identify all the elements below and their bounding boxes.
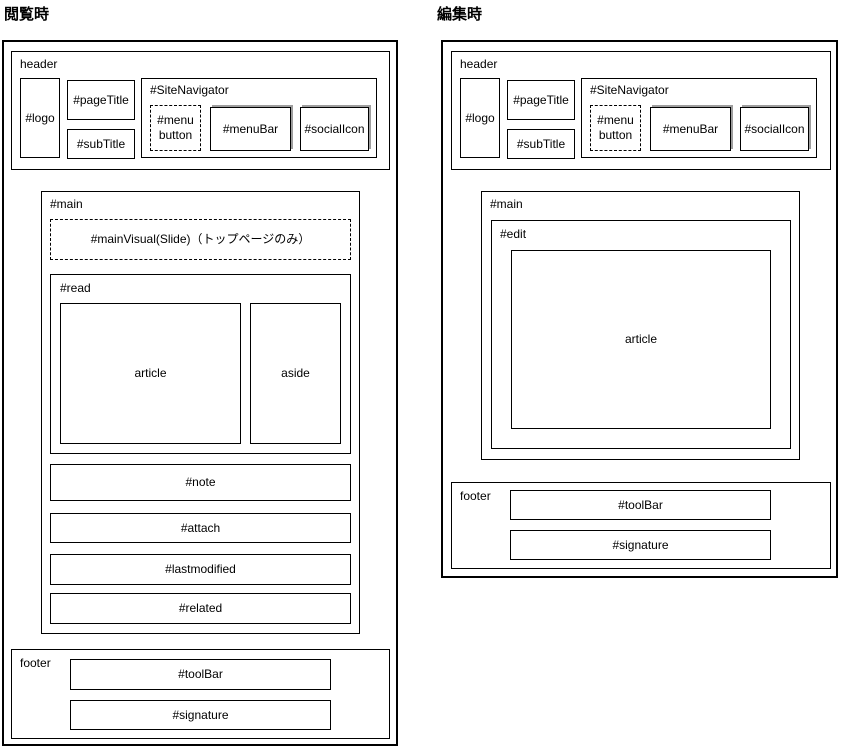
browse-footer-box: footer #toolBar #signature <box>11 649 390 739</box>
edit-menu-bar-box: #menuBar <box>650 107 731 151</box>
browse-main-visual-box: #mainVisual(Slide)（トップページのみ） <box>50 219 351 260</box>
browse-read-label: #read <box>60 281 91 295</box>
edit-page-box: header #logo #pageTitle #subTitle #SiteN… <box>441 40 838 578</box>
edit-header-box: header #logo #pageTitle #subTitle #SiteN… <box>451 51 831 170</box>
edit-social-icon-box: #socialIcon <box>740 107 809 151</box>
edit-main-label: #main <box>490 197 523 211</box>
edit-header-label: header <box>460 57 498 71</box>
edit-signature-box: #signature <box>510 530 771 560</box>
edit-view-title: 編集時 <box>437 6 483 23</box>
browse-toolbar-box: #toolBar <box>70 659 331 690</box>
browse-signature-box: #signature <box>70 700 331 730</box>
browse-page-title-box: #pageTitle <box>67 80 135 120</box>
edit-site-navigator-box: #SiteNavigator #menu button #menuBar #so… <box>581 78 817 158</box>
browse-view-title: 閲覧時 <box>4 6 50 23</box>
edit-logo-box: #logo <box>460 78 500 158</box>
browse-header-box: header #logo #pageTitle #subTitle #SiteN… <box>11 51 390 170</box>
browse-site-navigator-box: #SiteNavigator #menu button #menuBar #so… <box>141 78 377 158</box>
browse-site-navigator-label: #SiteNavigator <box>150 83 229 97</box>
browse-related-box: #related <box>50 593 351 624</box>
edit-sub-title-box: #subTitle <box>507 129 575 159</box>
edit-site-navigator-label: #SiteNavigator <box>590 83 669 97</box>
browse-main-label: #main <box>50 197 83 211</box>
browse-article-box: article <box>60 303 241 444</box>
edit-footer-box: footer #toolBar #signature <box>451 482 831 569</box>
edit-page-title-box: #pageTitle <box>507 80 575 120</box>
browse-note-box: #note <box>50 464 351 501</box>
edit-menu-button-box: #menu button <box>590 105 641 151</box>
edit-article-box: article <box>511 250 771 429</box>
browse-aside-box: aside <box>250 303 341 444</box>
edit-main-box: #main #edit article <box>481 191 800 460</box>
browse-lastmodified-box: #lastmodified <box>50 554 351 585</box>
browse-social-icon-box: #socialIcon <box>300 107 369 151</box>
browse-footer-label: footer <box>20 656 51 670</box>
edit-footer-label: footer <box>460 489 491 503</box>
edit-toolbar-box: #toolBar <box>510 490 771 520</box>
browse-read-box: #read article aside <box>50 274 351 454</box>
edit-edit-label: #edit <box>500 227 527 241</box>
browse-header-label: header <box>20 57 58 71</box>
browse-menu-bar-box: #menuBar <box>210 107 291 151</box>
browse-attach-box: #attach <box>50 513 351 543</box>
browse-main-box: #main #mainVisual(Slide)（トップページのみ） #read… <box>41 191 360 634</box>
browse-menu-button-box: #menu button <box>150 105 201 151</box>
browse-page-box: header #logo #pageTitle #subTitle #SiteN… <box>2 40 398 746</box>
browse-sub-title-box: #subTitle <box>67 129 135 159</box>
edit-edit-box: #edit article <box>491 220 791 449</box>
browse-logo-box: #logo <box>20 78 60 158</box>
